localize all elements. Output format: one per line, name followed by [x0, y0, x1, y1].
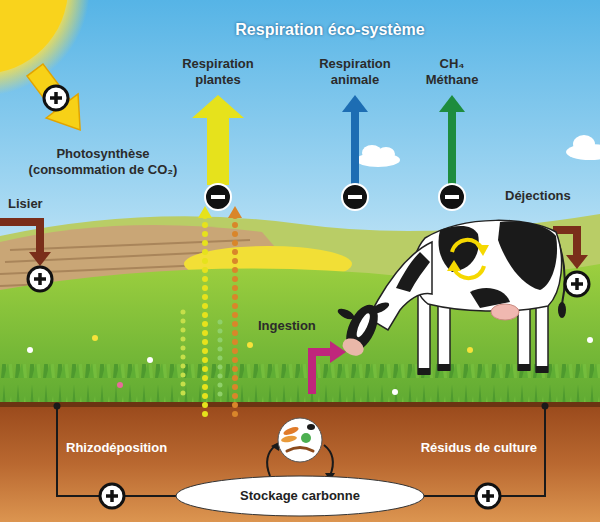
ingestion-arrow — [312, 341, 346, 394]
sun — [0, 0, 68, 74]
methane-arrow — [439, 95, 465, 184]
flow-label: Déjections — [505, 188, 597, 204]
slurry-arrow — [0, 222, 51, 266]
flow-label: Respiration animale — [305, 56, 405, 87]
flow-label: Ingestion — [258, 318, 338, 334]
node-text: Stockage carbonne — [240, 488, 360, 504]
diagram-title: Respiration éco-système — [160, 20, 500, 39]
dotted-flows — [183, 206, 242, 416]
soil — [0, 405, 600, 522]
flow-label: CH₄ Méthane — [417, 56, 487, 87]
storage-ellipse: Stockage carbonne — [175, 475, 425, 517]
label-slot: Ingestion — [258, 318, 338, 334]
ellipse-shape — [176, 476, 424, 516]
flow-label: Résidus de culture — [385, 440, 537, 456]
soil-life-circle — [267, 418, 335, 481]
title-slot: Respiration éco-système — [160, 20, 500, 39]
grass-blades — [0, 364, 600, 406]
label-slot: Photosynthèse (consommation de CO₂) — [18, 146, 188, 177]
animal-respiration-arrow — [342, 95, 368, 184]
flowers — [27, 335, 593, 395]
flow-label: Lisier — [8, 196, 98, 212]
label-slot: CH₄ Méthane — [417, 56, 487, 87]
label-slot: Rhizodéposition — [66, 440, 216, 456]
label-slot: Lisier — [8, 196, 98, 212]
sky — [0, 0, 600, 310]
flow-label: Rhizodéposition — [66, 440, 216, 456]
soil-surface — [0, 402, 600, 407]
label-slot: Résidus de culture — [385, 440, 537, 456]
cow — [336, 220, 566, 375]
photosynthesis-arrow — [19, 58, 96, 142]
plant-respiration-arrow — [192, 95, 244, 185]
label-slot: Déjections — [505, 188, 597, 204]
minus-icons — [205, 184, 465, 210]
flow-label: Respiration plantes — [168, 56, 268, 87]
label-slot: Respiration plantes — [168, 56, 268, 87]
flow-label: Photosynthèse (consommation de CO₂) — [18, 146, 188, 177]
label-slot: Respiration animale — [305, 56, 405, 87]
